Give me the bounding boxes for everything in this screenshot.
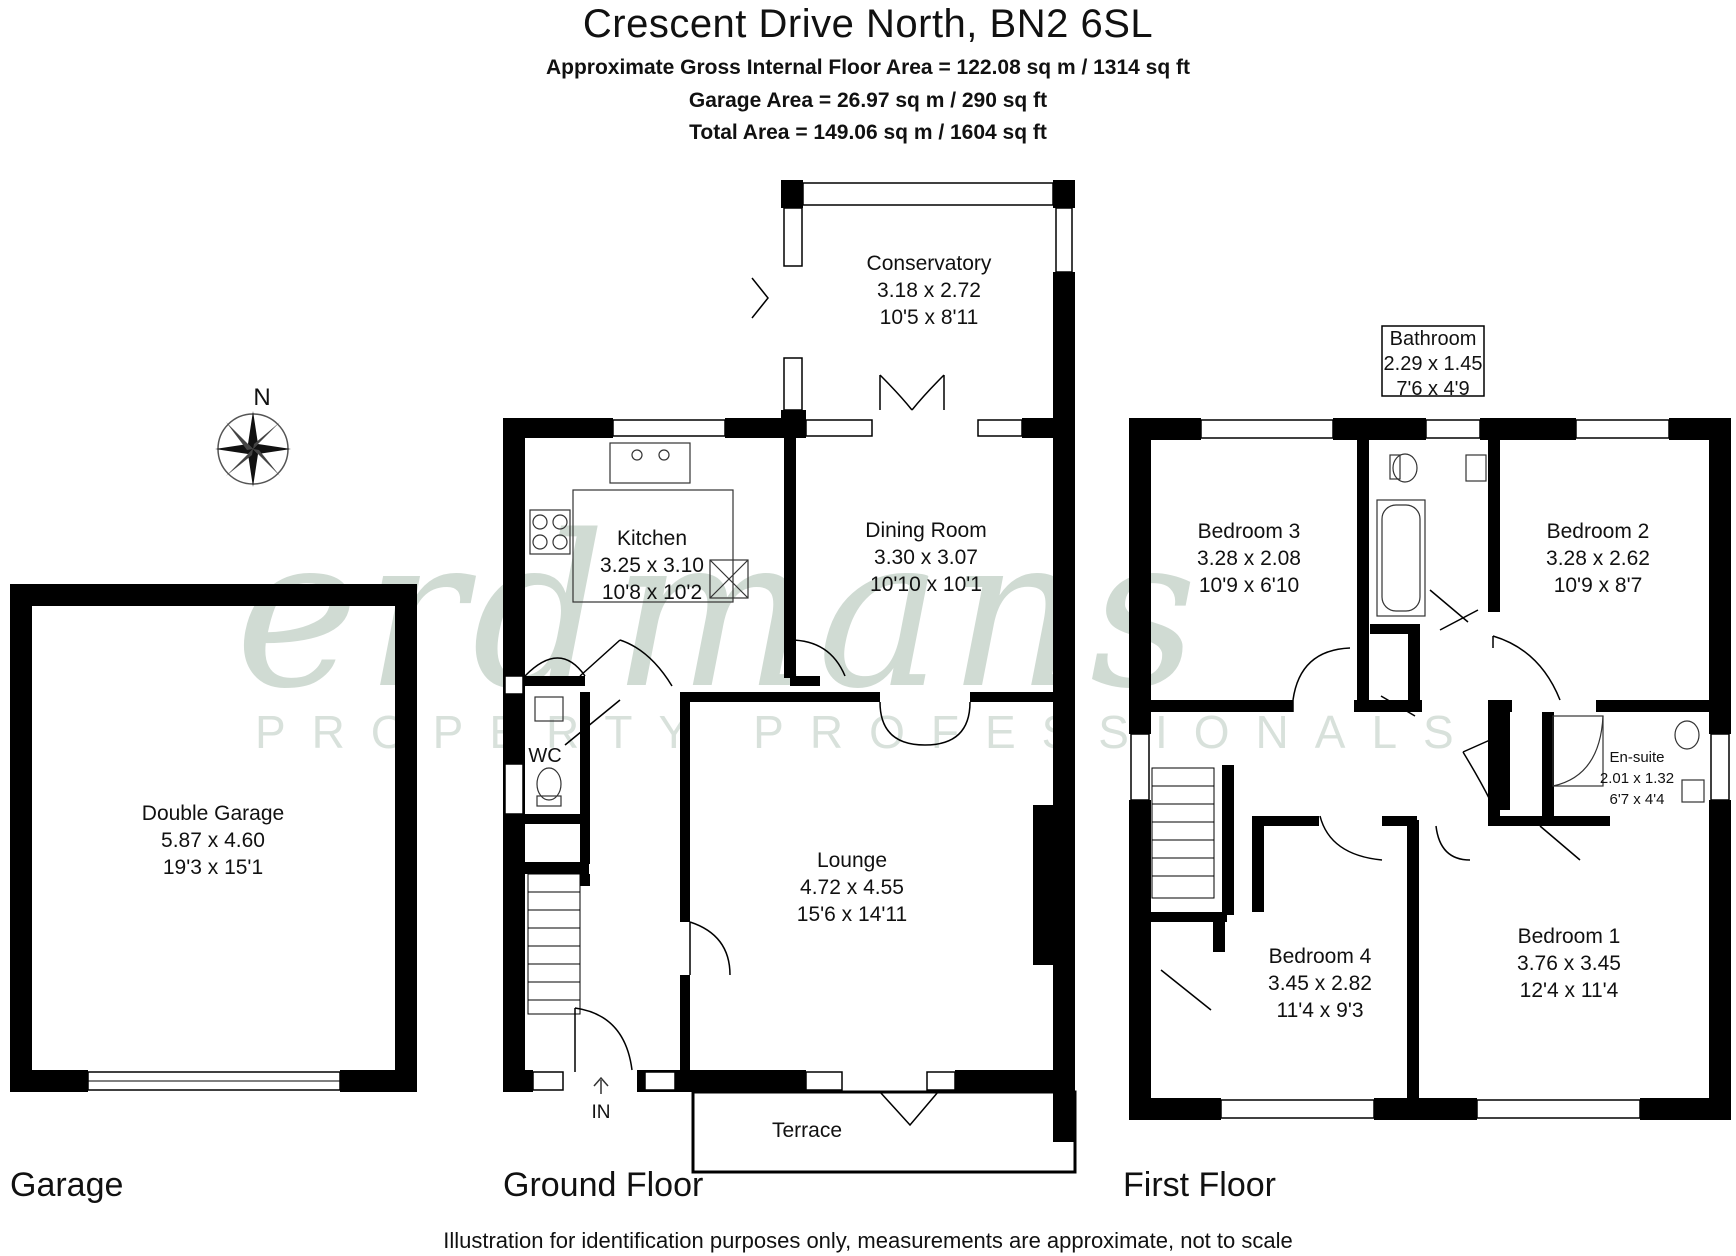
lounge-label: Lounge 4.72 x 4.55 15'6 x 14'11 bbox=[797, 849, 907, 926]
bathroom-label: Bathroom 2.29 x 1.45 7'6 x 4'9 bbox=[1384, 328, 1483, 400]
svg-text:3.18 x 2.72: 3.18 x 2.72 bbox=[877, 279, 981, 302]
dining-room-label: Dining Room 3.30 x 3.07 10'10 x 10'1 bbox=[865, 519, 986, 596]
gross-internal-area: Approximate Gross Internal Floor Area = … bbox=[545, 56, 1191, 79]
svg-text:10'8 x 10'2: 10'8 x 10'2 bbox=[602, 581, 702, 604]
svg-text:Kitchen: Kitchen bbox=[617, 527, 687, 550]
garage-label: Double Garage 5.87 x 4.60 19'3 x 15'1 bbox=[142, 802, 284, 879]
svg-text:12'4 x 11'4: 12'4 x 11'4 bbox=[1520, 979, 1619, 1002]
first-floor-windows bbox=[1130, 325, 1730, 1119]
disclaimer-text: Illustration for identification purposes… bbox=[443, 1228, 1293, 1253]
ground-floor-stairs bbox=[527, 873, 581, 1015]
svg-text:2.29 x 1.45: 2.29 x 1.45 bbox=[1384, 353, 1483, 375]
first-floor-caption: First Floor bbox=[1123, 1166, 1276, 1204]
svg-text:2.01 x 1.32: 2.01 x 1.32 bbox=[1600, 770, 1674, 787]
first-floor-doors bbox=[1160, 589, 1581, 1011]
svg-text:3.76 x 3.45: 3.76 x 3.45 bbox=[1517, 952, 1621, 975]
plan-title: Crescent Drive North, BN2 6SL bbox=[582, 2, 1154, 46]
svg-text:3.28 x 2.08: 3.28 x 2.08 bbox=[1197, 547, 1301, 570]
bedroom-1-label: Bedroom 1 3.76 x 3.45 12'4 x 11'4 bbox=[1517, 925, 1621, 1002]
svg-text:Bedroom 2: Bedroom 2 bbox=[1547, 520, 1650, 543]
garage-walls bbox=[10, 584, 417, 1092]
svg-text:19'3 x 15'1: 19'3 x 15'1 bbox=[163, 856, 263, 879]
svg-text:Lounge: Lounge bbox=[817, 849, 887, 872]
svg-text:4.72 x 4.55: 4.72 x 4.55 bbox=[800, 876, 904, 899]
terrace-outline bbox=[691, 1090, 1077, 1174]
svg-text:6'7 x 4'4: 6'7 x 4'4 bbox=[1610, 791, 1665, 808]
bedroom-2-label: Bedroom 2 3.28 x 2.62 10'9 x 8'7 bbox=[1546, 520, 1650, 597]
ensuite-label: En-suite 2.01 x 1.32 6'7 x 4'4 bbox=[1600, 749, 1674, 808]
svg-text:3.28 x 2.62: 3.28 x 2.62 bbox=[1546, 547, 1650, 570]
svg-text:Double Garage: Double Garage bbox=[142, 802, 284, 825]
bedroom-3-label: Bedroom 3 3.28 x 2.08 10'9 x 6'10 bbox=[1197, 520, 1301, 597]
entrance-arrow-icon bbox=[593, 1076, 609, 1094]
first-floor-walls bbox=[1129, 418, 1731, 1120]
ground-floor-windows bbox=[504, 182, 1073, 1091]
svg-text:3.45 x 2.82: 3.45 x 2.82 bbox=[1268, 972, 1372, 995]
conservatory-label: Conservatory 3.18 x 2.72 10'5 x 8'11 bbox=[867, 252, 992, 329]
svg-text:5.87 x 4.60: 5.87 x 4.60 bbox=[161, 829, 265, 852]
svg-text:10'9 x 6'10: 10'9 x 6'10 bbox=[1199, 574, 1299, 597]
wc-label: WC bbox=[528, 745, 561, 767]
svg-text:15'6 x 14'11: 15'6 x 14'11 bbox=[797, 903, 907, 926]
svg-text:En-suite: En-suite bbox=[1609, 749, 1664, 766]
svg-text:Bedroom 3: Bedroom 3 bbox=[1198, 520, 1301, 543]
svg-text:3.25 x 3.10: 3.25 x 3.10 bbox=[600, 554, 704, 577]
svg-text:7'6 x 4'9: 7'6 x 4'9 bbox=[1396, 378, 1469, 400]
garage-area: Garage Area = 26.97 sq m / 290 sq ft bbox=[688, 89, 1048, 112]
ground-floor-caption: Ground Floor bbox=[503, 1166, 704, 1204]
compass-icon bbox=[215, 411, 291, 487]
svg-text:Bedroom 4: Bedroom 4 bbox=[1269, 945, 1372, 968]
svg-text:Bedroom 1: Bedroom 1 bbox=[1518, 925, 1621, 948]
svg-text:Bathroom: Bathroom bbox=[1390, 328, 1477, 350]
kitchen-label: Kitchen 3.25 x 3.10 10'8 x 10'2 bbox=[600, 527, 704, 604]
bathroom-fixtures bbox=[1376, 453, 1705, 803]
first-floor-stairs bbox=[1151, 767, 1215, 899]
svg-text:10'5 x 8'11: 10'5 x 8'11 bbox=[880, 306, 979, 329]
svg-text:3.30 x 3.07: 3.30 x 3.07 bbox=[874, 546, 978, 569]
garage-floor-caption: Garage bbox=[10, 1166, 124, 1204]
wc-fixtures bbox=[534, 696, 564, 807]
svg-text:11'4 x 9'3: 11'4 x 9'3 bbox=[1276, 999, 1363, 1022]
kitchen-fixtures bbox=[529, 442, 749, 603]
bedroom-4-label: Bedroom 4 3.45 x 2.82 11'4 x 9'3 bbox=[1268, 945, 1372, 1022]
entrance-label: IN bbox=[592, 1102, 611, 1123]
compass-north-label: N bbox=[253, 384, 270, 411]
ground-floor-walls bbox=[503, 180, 1075, 1142]
svg-text:10'9 x 8'7: 10'9 x 8'7 bbox=[1554, 574, 1643, 597]
total-area: Total Area = 149.06 sq m / 1604 sq ft bbox=[689, 121, 1047, 144]
terrace-label: Terrace bbox=[772, 1119, 842, 1142]
garage-door bbox=[87, 1071, 341, 1091]
svg-text:10'10 x 10'1: 10'10 x 10'1 bbox=[870, 573, 982, 596]
svg-text:Conservatory: Conservatory bbox=[867, 252, 992, 275]
svg-text:Dining Room: Dining Room bbox=[865, 519, 986, 542]
watermark-tagline: PROPERTY PROFESSIONALS bbox=[255, 706, 1480, 758]
ground-floor-doors bbox=[524, 277, 971, 1127]
